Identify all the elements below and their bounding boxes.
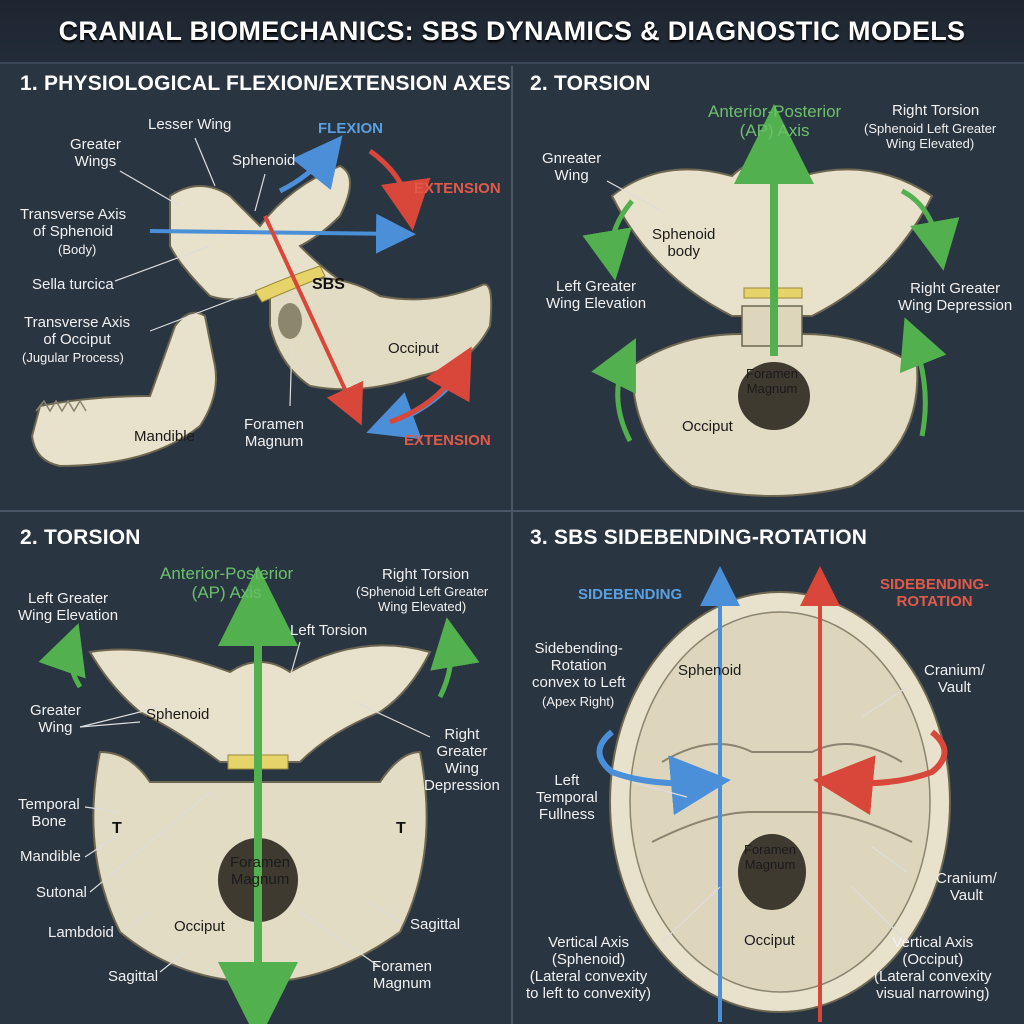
- label-temporal-bone: Temporal Bone: [18, 796, 80, 830]
- label-foramen-magnum: Foramen Magnum: [244, 416, 305, 450]
- label-right-depression: Right Greater Wing Depression: [424, 726, 500, 794]
- left-elevation-arrow: [38, 623, 86, 689]
- label-lesser-wing: Lesser Wing: [148, 116, 232, 133]
- label-mandible: Mandible: [134, 428, 195, 445]
- label-right-torsion-sub: (Sphenoid Left Greater Wing Elevated): [864, 121, 997, 151]
- skull-base-superior-illustration: [596, 566, 951, 1022]
- label-foramen-magnum: Foramen Magnum: [746, 366, 799, 396]
- label-transverse-axis-sphenoid-sub: (Body): [58, 242, 97, 257]
- skull-lateral-illustration: [30, 135, 493, 468]
- label-extension-top: EXTENSION: [414, 180, 501, 197]
- label-left-torsion: Left Torsion: [290, 622, 368, 639]
- label-sidebending-convex: Sidebending- Rotation convex to Left: [532, 640, 626, 691]
- right-depression-arrow: [430, 617, 480, 699]
- label-right-torsion-sub: (Sphenoid Left Greater Wing Elevated): [356, 584, 489, 614]
- label-cranium-top: Cranium/ Vault: [924, 662, 985, 696]
- label-ap-axis: Anterior-Posterior (AP) Axis: [160, 564, 294, 602]
- label-left-temporal-fullness: Left Temporal Fullness: [536, 772, 598, 823]
- vertical-divider: [511, 66, 513, 1024]
- flexion-arrow: [278, 135, 343, 194]
- label-t-left: T: [112, 820, 122, 837]
- right-depression-arrow: [900, 188, 960, 271]
- label-vertical-axis-sphenoid: Vertical Axis (Sphenoid) (Lateral convex…: [526, 934, 652, 1002]
- panel-title: 2. TORSION: [530, 72, 651, 95]
- sbs-junction: [254, 265, 326, 303]
- label-occiput: Occiput: [744, 932, 795, 949]
- sidebending-rotation-arrow-left: [596, 729, 731, 816]
- label-left-elevation: Left Greater Wing Elevation: [18, 590, 119, 624]
- label-foramen-magnum-center: Foramen Magnum: [230, 854, 291, 888]
- foramen-magnum-shape: [278, 303, 302, 339]
- label-sphenoid: Sphenoid: [678, 662, 742, 679]
- label-transverse-axis-occiput: Transverse Axis of Occiput: [24, 314, 131, 348]
- label-sagittal-bottom: Sagittal: [108, 968, 159, 985]
- label-extension-bottom: EXTENSION: [404, 432, 491, 449]
- sidebending-rotation-arrow-right: [813, 729, 948, 816]
- label-foramen-magnum: Foramen Magnum: [744, 842, 797, 872]
- label-right-torsion: Right Torsion: [892, 102, 980, 119]
- label-occiput: Occiput: [174, 918, 225, 935]
- label-transverse-axis-occiput-sub: (Jugular Process): [22, 350, 124, 365]
- label-sidebending-convex-sub: (Apex Right): [542, 694, 615, 709]
- mandible-bone: [30, 311, 217, 468]
- label-left-elevation: Left Greater Wing Elevation: [546, 278, 647, 312]
- horizontal-divider: [0, 510, 1024, 512]
- label-sutonal: Sutonal: [36, 884, 87, 901]
- page-title: CRANIAL BIOMECHANICS: SBS DYNAMICS & DIA…: [58, 15, 966, 46]
- label-foramen-magnum-bottom: Foramen Magnum: [372, 958, 433, 992]
- panel-title: 1. PHYSIOLOGICAL FLEXION/EXTENSION AXES: [20, 72, 511, 95]
- torsion-detail-illustration: [38, 566, 480, 1024]
- label-sphenoid: Sphenoid: [232, 152, 296, 169]
- foramen-magnum-shape: [738, 834, 806, 910]
- transverse-axis-occiput: [263, 215, 364, 426]
- panel-torsion-bottom: 2. TORSION Anterior-Posterior (AP) Axis …: [0, 512, 512, 1024]
- title-bar: CRANIAL BIOMECHANICS: SBS DYNAMICS & DIA…: [0, 0, 1024, 64]
- label-right-depression: Right Greater Wing Depression: [898, 280, 1013, 314]
- panel-torsion-top: 2. TORSION Anterior-Posterior (AP) Axis …: [512, 66, 1024, 512]
- label-t-right: T: [396, 820, 406, 837]
- label-sphenoid-body: Sphenoid body: [652, 226, 716, 260]
- label-transverse-axis-sphenoid: Transverse Axis of Sphenoid: [20, 206, 127, 240]
- label-sagittal-right: Sagittal: [410, 916, 461, 933]
- label-ap-axis: Anterior-Posterior (AP) Axis: [708, 102, 842, 140]
- label-sella-turcica: Sella turcica: [32, 276, 114, 293]
- label-greater-wing: Greater Wing: [30, 702, 81, 736]
- panel-title: 3. SBS SIDEBENDING-ROTATION: [530, 526, 868, 549]
- label-mandible: Mandible: [20, 848, 81, 865]
- label-flexion: FLEXION: [318, 120, 384, 137]
- label-right-torsion: Right Torsion: [382, 566, 470, 583]
- label-occiput: Occiput: [388, 340, 439, 357]
- label-occiput: Occiput: [682, 418, 733, 435]
- label-sidebending-rotation: SIDEBENDING- ROTATION: [880, 576, 990, 610]
- label-greater-wings: Greater Wings: [70, 136, 121, 170]
- panel-sidebending-rotation: 3. SBS SIDEBENDING-ROTATION SIDEBENDING …: [512, 512, 1024, 1024]
- panel-title: 2. TORSION: [20, 526, 141, 549]
- extension-arrow-top: [368, 148, 431, 231]
- label-lambdoid: Lambdoid: [48, 924, 114, 941]
- foramen-magnum-shape: [738, 362, 810, 430]
- torsion-illustration: [582, 104, 960, 497]
- label-cranium-bottom: Cranium/ Vault: [936, 870, 997, 904]
- left-elevation-arrow: [591, 338, 636, 443]
- label-vertical-axis-occiput: Vertical Axis (Occiput) (Lateral convexi…: [874, 934, 992, 1002]
- label-sphenoid: Sphenoid: [146, 706, 210, 723]
- label-greater-wing: Gnreater Wing: [542, 150, 602, 184]
- transverse-axis-sphenoid: [149, 213, 416, 254]
- label-sidebending: SIDEBENDING: [578, 586, 683, 603]
- panel-flexion-extension: 1. PHYSIOLOGICAL FLEXION/EXTENSION AXES …: [0, 66, 512, 512]
- label-sbs: SBS: [312, 276, 345, 293]
